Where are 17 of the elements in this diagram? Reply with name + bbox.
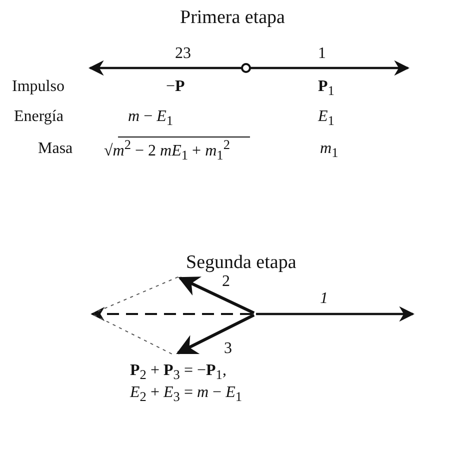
formula: E$_{1}$ (318, 108, 334, 129)
formula: m − E$_{1}$ (128, 108, 174, 129)
vector-number: 1 (320, 290, 328, 308)
equation: P$_{2}$ + P$_{3}$ = −P$_{1}$, (130, 362, 226, 383)
particle-number: 23 (175, 45, 191, 63)
vector-number: 2 (222, 273, 230, 291)
row-label: Impulso (12, 78, 64, 96)
heading: Primera etapa (180, 8, 285, 29)
row-label: Masa (38, 140, 73, 158)
heading: Segunda etapa (186, 253, 296, 274)
formula: P$_{1}$ (318, 78, 334, 99)
formula: −P (166, 78, 185, 96)
equation: E$_{2}$ + E$_{3}$ = m − E$_{1}$ (130, 384, 242, 405)
formula: m$_{1}$ (320, 140, 338, 161)
row-label: Energía (14, 108, 64, 126)
vector-number: 3 (224, 340, 232, 358)
particle-number: 1 (318, 45, 326, 63)
